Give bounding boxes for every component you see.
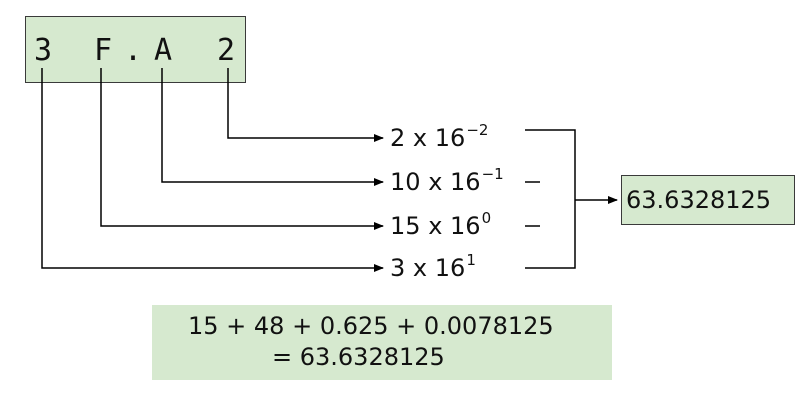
term-exponent: −1 <box>481 165 504 183</box>
term-base: 16 <box>434 124 466 152</box>
term-coef: 15 <box>390 212 421 240</box>
term-base: 16 <box>450 212 481 240</box>
term-base: 16 <box>450 168 481 196</box>
term-3x16-1: 3 x 161 <box>390 251 476 285</box>
term-2x16-neg2: 2 x 16−2 <box>390 121 489 155</box>
arrow-digit-2 <box>227 68 384 142</box>
term-coef: 2 <box>390 124 406 152</box>
term-coef: 10 <box>390 168 421 196</box>
term-10x16-neg1: 10 x 16−1 <box>390 165 504 199</box>
result-box: 63.6328125 <box>621 175 795 225</box>
term-mult: x <box>412 254 428 282</box>
term-mult: x <box>428 212 443 240</box>
hex-number-box <box>25 16 246 83</box>
arrow-digit-f <box>100 68 384 230</box>
sum-line-1: 15 + 48 + 0.625 + 0.0078125 <box>188 312 554 340</box>
terms-bracket <box>525 129 576 269</box>
hex-digit-3: 3 <box>33 33 53 68</box>
arrow-digit-a <box>161 68 384 186</box>
hex-digit-2: 2 <box>216 33 236 68</box>
term-mult: x <box>412 124 428 152</box>
sum-box: 15 + 48 + 0.625 + 0.0078125 = 63.6328125 <box>152 305 612 380</box>
term-exponent: −2 <box>466 121 489 139</box>
term-base: 16 <box>434 254 466 282</box>
term-exponent: 1 <box>466 251 476 269</box>
hex-point: . <box>123 33 143 68</box>
term-coef: 3 <box>390 254 406 282</box>
hex-digit-f: F <box>93 33 113 68</box>
hex-digit-a: A <box>153 33 173 68</box>
result-value: 63.6328125 <box>626 186 772 214</box>
term-mult: x <box>428 168 443 196</box>
term-exponent: 0 <box>481 209 492 227</box>
arrow-digit-3 <box>41 68 384 272</box>
term-15x16-0: 15 x 160 <box>390 209 492 243</box>
sum-line-2: = 63.6328125 <box>272 343 445 371</box>
